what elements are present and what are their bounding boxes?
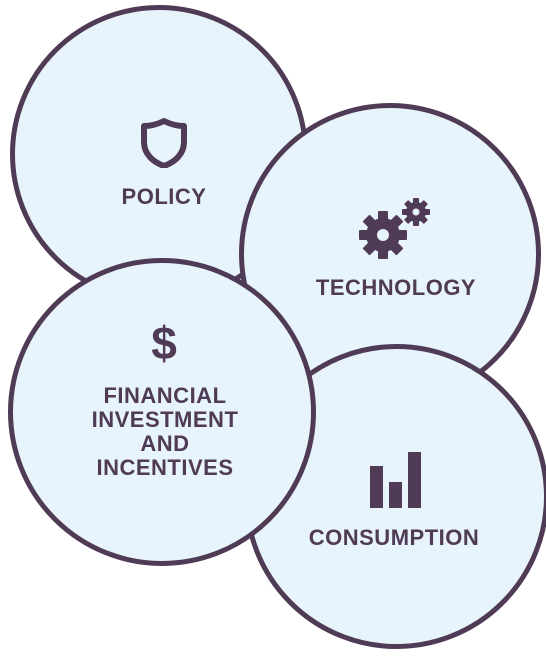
financial-circle	[8, 258, 316, 566]
financial-label-line: INVESTMENT	[91, 407, 239, 432]
financial-label-line: AND	[140, 431, 190, 456]
policy-label: POLICY	[121, 184, 207, 209]
financial-label: FINANCIAL INVESTMENT AND INCENTIVES	[70, 384, 260, 480]
technology-label: TECHNOLOGY	[315, 275, 477, 300]
financial-label-line: FINANCIAL	[103, 383, 227, 408]
financial-label-line: INCENTIVES	[96, 455, 234, 480]
dollar-icon: $	[151, 317, 177, 369]
consumption-label: CONSUMPTION	[308, 525, 480, 550]
shield-icon	[141, 118, 187, 168]
policy-circle	[10, 5, 308, 303]
bar-chart-icon	[370, 452, 421, 508]
gears-icon	[359, 198, 430, 259]
